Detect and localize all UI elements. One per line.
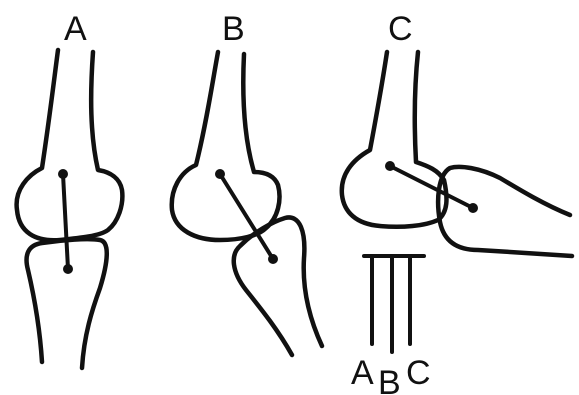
panel-a-label: A (64, 10, 87, 48)
panel-a-upper-bone (17, 50, 123, 240)
panel-b-lower-axis-point (268, 254, 278, 264)
panel-c: C (342, 10, 572, 256)
comparison-legend: A B C (351, 256, 431, 395)
legend-label-c: C (406, 354, 431, 392)
panel-b-upper-bone (172, 52, 280, 240)
panel-b-lower-bone (234, 217, 322, 355)
panel-a: A (17, 10, 123, 368)
panel-b: B (172, 10, 322, 355)
panel-b-axis-line (220, 174, 273, 259)
panel-b-upper-axis-point (215, 169, 225, 179)
panel-c-upper-axis-point (385, 161, 395, 171)
panel-c-label: C (388, 10, 413, 48)
legend-label-a: A (351, 354, 374, 392)
panel-c-lower-bone (438, 167, 572, 256)
panel-c-lower-axis-point (468, 203, 478, 213)
legend-label-b: B (378, 364, 401, 395)
panel-a-upper-axis-point (58, 169, 68, 179)
panel-a-axis-line (63, 174, 68, 269)
panel-a-lower-axis-point (63, 264, 73, 274)
panel-b-label: B (222, 10, 245, 48)
panel-c-upper-bone (342, 52, 447, 227)
panel-c-axis-line (390, 166, 473, 208)
